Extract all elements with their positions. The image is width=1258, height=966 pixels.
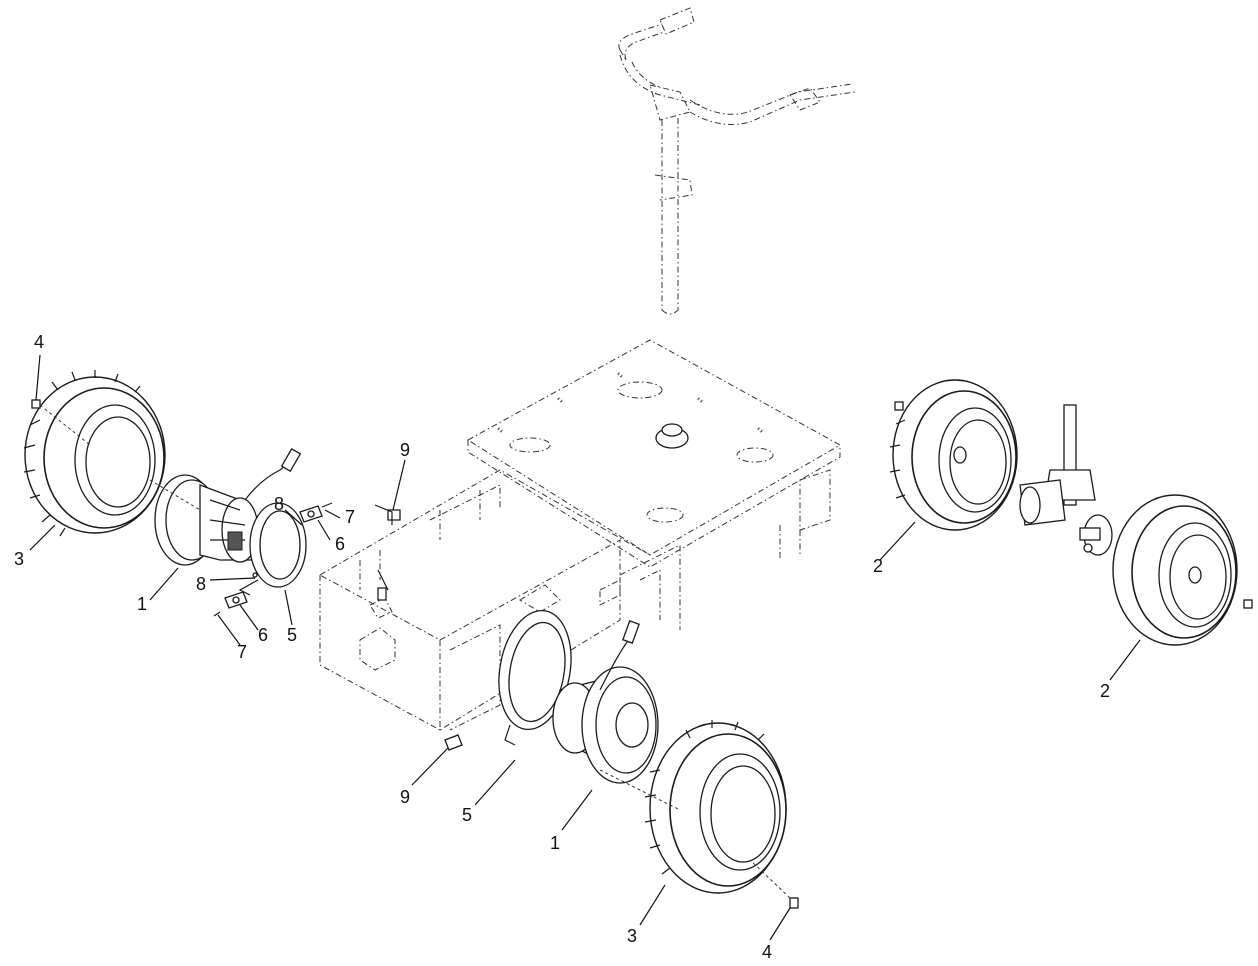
callout-6: 6 <box>335 534 345 554</box>
callout-5: 5 <box>287 625 297 645</box>
callout-labels: 4 3 1 8 7 6 8 6 7 5 9 2 2 9 5 1 3 4 <box>14 332 1110 962</box>
callout-7: 7 <box>345 507 355 527</box>
callout-8: 8 <box>274 494 284 514</box>
hardware-left-lower <box>213 591 248 617</box>
callout-1: 1 <box>137 594 147 614</box>
tire-right-front <box>1112 494 1253 646</box>
callout-2: 2 <box>873 556 883 576</box>
caster-spindle <box>1019 404 1113 556</box>
mounting-ring-right <box>498 609 572 746</box>
callout-1: 1 <box>550 833 560 853</box>
steering-handle <box>618 7 856 315</box>
callout-6: 6 <box>258 625 268 645</box>
tire-left-rear <box>23 370 166 537</box>
callout-7: 7 <box>237 642 247 662</box>
axis-line-front <box>599 769 681 811</box>
tire-right-rear <box>889 379 1018 531</box>
mounting-ring-left <box>238 502 307 596</box>
pin-upper <box>374 504 401 601</box>
callout-2: 2 <box>1100 681 1110 701</box>
tire-left-front <box>644 720 787 894</box>
callout-3: 3 <box>14 549 24 569</box>
hub-motor-right <box>552 620 659 784</box>
callout-4: 4 <box>34 332 44 352</box>
callout-3: 3 <box>627 926 637 946</box>
callout-9: 9 <box>400 440 410 460</box>
hub-motor-left <box>154 447 302 566</box>
callout-5: 5 <box>462 805 472 825</box>
bolt-left-front <box>749 859 799 909</box>
callout-4: 4 <box>762 942 772 962</box>
hardware-left-upper <box>299 502 333 523</box>
callout-9: 9 <box>400 787 410 807</box>
bolt-right-rear <box>894 401 904 411</box>
callout-8: 8 <box>196 574 206 594</box>
leader-lines <box>29 354 1141 941</box>
axis-line-rear <box>149 479 201 511</box>
frame-chassis <box>319 339 842 731</box>
